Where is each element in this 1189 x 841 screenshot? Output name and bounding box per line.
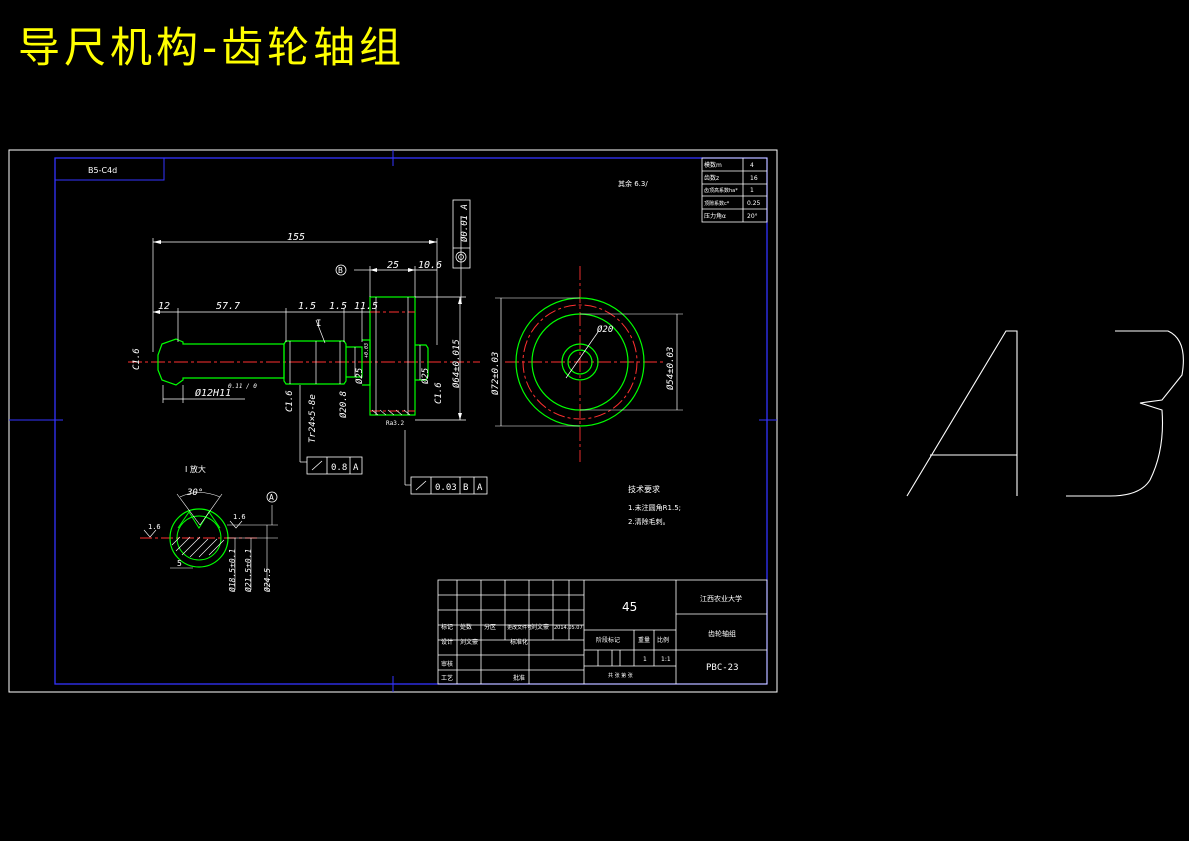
tb-stage: 阶段标记 [596, 636, 620, 644]
datum-b: B [335, 264, 347, 276]
gear-param-label: 模数m [704, 161, 722, 169]
page-title: 导尺机构-齿轮轴组 [18, 23, 406, 72]
dimension-texts: 155 12 57.7 1.5 1.5 11.5 25 10.6 Ø12H11 … [158, 232, 442, 399]
dim-seg1: 12 [158, 301, 170, 312]
dim-seg5: 11.5 [354, 301, 378, 312]
gear-side-view: Ø20 [495, 266, 683, 462]
tb-process: 工艺 [441, 674, 453, 682]
dim-d54: Ø54±0.03 [665, 347, 676, 390]
sheet-inner-border [54, 157, 768, 685]
dim-d25a: Ø25 [354, 368, 365, 384]
title-block [437, 579, 768, 685]
corner-code: B5-C4d [88, 166, 117, 175]
gear-param-value: 1 [750, 187, 754, 194]
gear-param-label: 齿顶高系数ha* [704, 187, 738, 194]
tech-req-item: 1.未注圆角R1.5; [628, 503, 681, 512]
centering-marks [9, 150, 777, 692]
tb-design: 设计 [441, 638, 453, 646]
tb-school: 江西农业大学 [700, 594, 742, 603]
dim-d72: Ø72±0.03 [490, 352, 501, 395]
dim-d12-tol: 0.11 / 0 [228, 383, 257, 390]
tb-weight: 重量 [638, 636, 650, 644]
tol2-value: 0.03 [435, 483, 457, 493]
dim-5: 5 [177, 559, 182, 568]
dim-d12: Ø12H11 [195, 387, 231, 399]
roughness-1: 1.6 [148, 523, 161, 531]
dim-d64: Ø64±0.015 [451, 339, 462, 388]
tol2-datum-b: B [463, 483, 468, 493]
dim-d25b: Ø25 [420, 368, 431, 384]
gear-param-value: 4 [750, 162, 754, 169]
dim-seg3: 1.5 [298, 301, 316, 312]
dim-d20: Ø20 [597, 324, 613, 335]
detail-section: I 放大 30° 5 1.6 1.6 A Ø18.5±0.1 Ø21 [140, 464, 278, 592]
ref-tolerance-box: Ø0.01 A [459, 204, 470, 242]
gear-parameter-table: 模数m 4 齿数z 16 齿顶高系数ha* 1 顶隙系数c* 0.25 压力角α… [701, 157, 768, 223]
tol2-datum-a: A [477, 483, 483, 493]
leader-i: I [316, 319, 321, 329]
tech-req-item: 2.清除毛刺。 [628, 517, 670, 526]
dim-d245: Ø24.5 [262, 568, 272, 592]
datum-b-label: B [338, 266, 343, 275]
tb-sign: 刘文豪 [531, 623, 549, 631]
tb-date: 2014.05.07 [554, 625, 583, 631]
geometric-tolerance-ref [452, 199, 471, 269]
dim-d185: Ø18.5±0.1 [227, 549, 237, 592]
gear-param-label: 齿数z [704, 174, 719, 182]
datum-a-label: A [269, 493, 274, 502]
dim-gear-chamfer: 10.6 [418, 260, 442, 271]
title-block-texts: 标记 处数 分区 更改文件号 刘文豪 2014.05.07 设计 刘文豪 标准化… [441, 594, 742, 682]
dim-d25-tol: +0.03 [364, 343, 370, 358]
shaft-front-view [128, 296, 480, 416]
dim-thread: Tr24×5-8e [308, 394, 318, 443]
technical-requirements: 技术要求 1.未注圆角R1.5; 2.清除毛刺。 [628, 484, 681, 526]
tol1-datum: A [353, 463, 359, 473]
dimension-arrows [153, 240, 462, 420]
dim-c16-right: C1.6 [434, 382, 444, 404]
tb-scale-val: 1:1 [661, 656, 671, 663]
vertical-dimension-texts: C1.6 C1.6 C1.6 Tr24×5-8e Ø20.8 Ø25 Ø25 +… [132, 204, 676, 443]
tech-req-heading: 技术要求 [628, 484, 660, 494]
dim-c16-mid: C1.6 [285, 390, 295, 412]
tb-material: 45 [622, 600, 637, 614]
gear-param-value: 0.25 [747, 200, 761, 207]
tb-mark: 标记 [441, 623, 453, 631]
detail-label: I 放大 [185, 464, 206, 474]
tb-count: 处数 [460, 623, 472, 631]
gear-param-label: 压力角α [704, 212, 726, 220]
surface-finish-note: 其余 6.3/ [618, 179, 648, 188]
sheet-size-label: A3 [906, 330, 1184, 497]
tol1-value: 0.8 [331, 463, 347, 473]
dim-gear-width: 25 [387, 260, 399, 271]
dim-d208: Ø20.8 [338, 391, 349, 418]
gear-param-value: 16 [750, 175, 758, 182]
dim-overall: 155 [287, 232, 305, 243]
roughness-2: 1.6 [233, 513, 246, 521]
tb-review: 审核 [441, 660, 453, 668]
gear-param-label: 顶隙系数c* [704, 200, 730, 207]
tb-sheets: 共 张 第 张 [608, 672, 633, 679]
tb-zone: 分区 [484, 623, 496, 631]
dim-angle30: 30° [186, 488, 203, 498]
tb-part-name: 齿轮轴组 [708, 629, 736, 638]
tb-drawing-code: PBC-23 [706, 663, 739, 673]
corner-code-box [54, 157, 165, 181]
dim-seg4: 1.5 [329, 301, 347, 312]
tb-doc: 更改文件号 [507, 624, 532, 631]
tb-scale: 比例 [657, 636, 669, 644]
tolerance-frame-1: 0.8 A [306, 456, 363, 475]
dim-c16-left: C1.6 [132, 348, 142, 370]
tb-designer: 刘文豪 [460, 638, 478, 646]
tolerance-frame-2: 0.03 B A [410, 476, 488, 495]
roughness-ra32: Ra3.2 [386, 420, 404, 427]
dimension-lines [152, 218, 466, 486]
gear-param-value: 20° [747, 213, 758, 220]
tb-qty: 1 [643, 656, 647, 663]
tb-std: 标准化 [510, 638, 528, 646]
tb-approve: 批准 [513, 674, 525, 682]
dim-d215: Ø21.5±0.1 [243, 549, 253, 592]
dim-seg2: 57.7 [216, 301, 240, 312]
